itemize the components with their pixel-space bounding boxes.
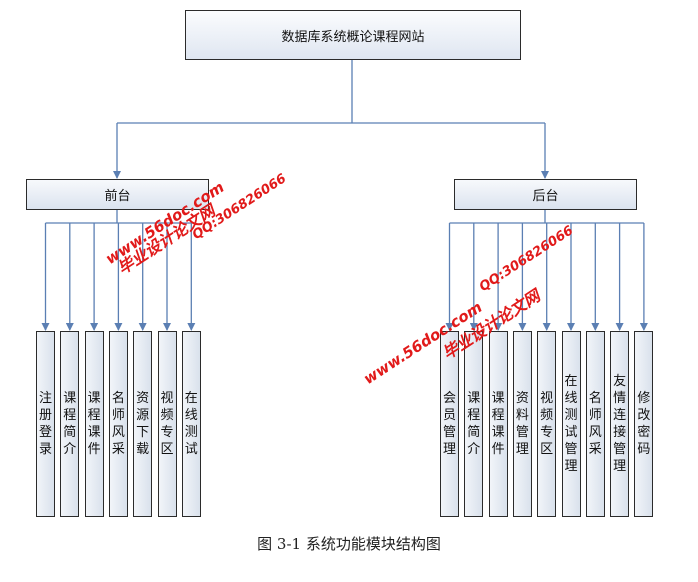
back-module-3: 课程课件 bbox=[488, 331, 508, 517]
back-module-1: 会员管理 bbox=[440, 331, 459, 517]
back-node-label: 后台 bbox=[532, 189, 559, 204]
root-node-label: 数据库系统概论课程网站 bbox=[281, 29, 425, 45]
front-module-2: 课程简介 bbox=[60, 331, 80, 517]
front-module-5: 资源下载 bbox=[133, 331, 153, 517]
root-node: 数据库系统概论课程网站 bbox=[185, 10, 521, 60]
front-module-6: 视频专区 bbox=[157, 331, 177, 517]
front-module-4: 名师风采 bbox=[108, 331, 128, 517]
front-module-7: 在线测试 bbox=[181, 331, 201, 517]
back-node: 后台 bbox=[454, 179, 637, 210]
front-module-3: 课程课件 bbox=[84, 331, 104, 517]
front-node: 前台 bbox=[26, 179, 209, 210]
back-module-2: 课程简介 bbox=[464, 331, 484, 517]
back-module-9: 修改密码 bbox=[634, 331, 654, 517]
front-module-1: 注册登录 bbox=[36, 331, 55, 517]
back-module-4: 资料管理 bbox=[512, 331, 532, 517]
back-module-5: 视频专区 bbox=[537, 331, 557, 517]
front-node-label: 前台 bbox=[104, 189, 131, 204]
back-module-7: 名师风采 bbox=[585, 331, 605, 517]
figure-caption: 图 3-1 系统功能模块结构图 bbox=[257, 535, 441, 553]
back-module-8: 友情连接管理 bbox=[610, 331, 630, 517]
back-module-6: 在线测试管理 bbox=[561, 331, 581, 517]
